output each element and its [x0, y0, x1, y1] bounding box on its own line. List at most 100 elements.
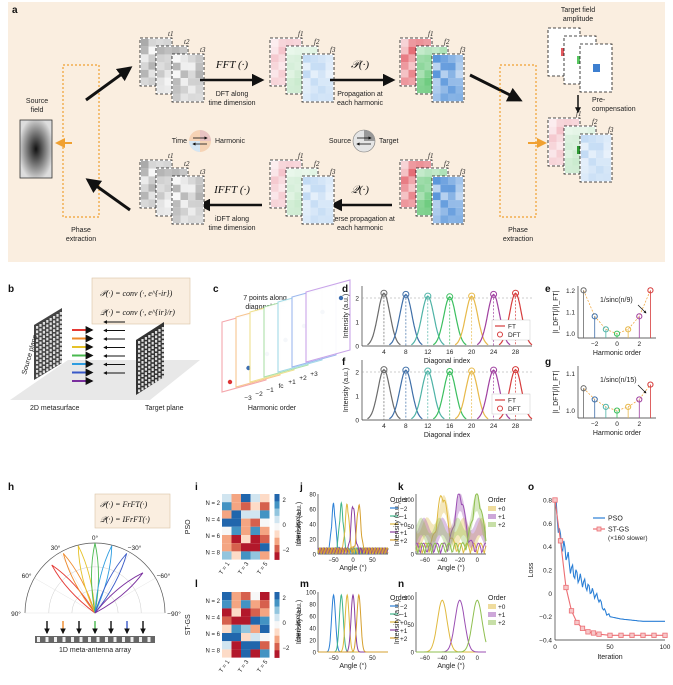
ratio-point [591, 396, 598, 403]
pixel [572, 75, 580, 84]
legend-title: Order [488, 497, 507, 504]
pixel [603, 142, 611, 151]
pixel [565, 150, 573, 158]
meta-atom [42, 366, 45, 369]
pixel [424, 192, 432, 200]
meta-atom [148, 335, 151, 338]
pixel [188, 200, 196, 208]
colorbar-segment [274, 599, 280, 607]
colorbar-segment [274, 592, 280, 600]
pixel [271, 184, 279, 192]
pixel [188, 78, 196, 86]
polar-angle-label: 30° [51, 544, 61, 552]
meta-atom [144, 385, 147, 389]
pixel [424, 169, 432, 177]
phase-loop-right [499, 64, 537, 218]
ratio-point [580, 287, 587, 294]
legend-dft-label: DFT [508, 406, 521, 413]
meta-atom [148, 370, 151, 373]
pixel [164, 176, 172, 185]
phase-cell [222, 633, 232, 642]
pixel [303, 70, 311, 79]
target-amplitude-frames [547, 27, 613, 93]
phase-cell [260, 494, 270, 503]
phase-cell [250, 526, 260, 535]
polar-spoke [34, 577, 96, 614]
pixel [180, 78, 188, 86]
frame-index-label: t2 [184, 160, 190, 168]
phase-cell [222, 600, 232, 609]
phase-cell [250, 510, 260, 519]
pixel [433, 78, 441, 86]
pixel [325, 192, 333, 201]
sinc-annotation: 1/sinc(n/9) [600, 297, 633, 304]
pixel [157, 199, 165, 208]
pixel [433, 200, 441, 208]
y-tick-label: 0 [355, 344, 359, 351]
colorbar-segment [274, 613, 280, 622]
pixel [294, 70, 302, 78]
beam-curve [318, 593, 388, 653]
dft-point [512, 366, 520, 374]
pixel [440, 177, 448, 185]
meta-atom [36, 330, 39, 334]
pixel [572, 37, 580, 45]
ratio-point [625, 326, 632, 333]
x-tick-label: 0 [615, 341, 619, 348]
y-tick-label: 1.0 [566, 408, 575, 415]
meta-atom [151, 359, 154, 363]
x-tick-label: −40 [437, 558, 448, 564]
meta-atom [141, 339, 144, 342]
meta-atom [39, 354, 42, 358]
phase-cell [241, 600, 251, 609]
annotation-arrow [637, 384, 647, 394]
meta-atom [36, 365, 39, 369]
meta-atom [141, 343, 144, 347]
pixel [408, 161, 416, 169]
pixel [148, 77, 156, 86]
phase-cell [250, 592, 260, 601]
source-metasurface [34, 308, 62, 380]
pixel [596, 45, 604, 53]
colorbar-label: Phase (rad) [295, 608, 302, 642]
meta-atom [36, 343, 39, 347]
pixel [188, 215, 196, 224]
ratio-point [591, 313, 598, 320]
pixel [455, 62, 463, 71]
x-tick-label: 20 [468, 349, 476, 356]
phase-cell [260, 502, 270, 511]
pixel [164, 199, 172, 208]
pixel [556, 52, 564, 60]
x-tick-label: 28 [512, 423, 520, 430]
meta-atom [59, 316, 62, 320]
pixel [440, 85, 448, 94]
source-field-image [19, 119, 53, 179]
x-axis-label: Harmonic order [593, 430, 642, 437]
pixel [581, 60, 589, 69]
pixel [195, 184, 203, 193]
pixel [164, 54, 172, 63]
pixel [310, 207, 318, 216]
pixel [572, 142, 580, 151]
meta-atom [39, 332, 42, 336]
meta-atom [138, 371, 141, 375]
colorbar-segment [274, 628, 280, 637]
pixel [564, 29, 572, 37]
antenna-element [122, 637, 125, 642]
pixel [401, 184, 409, 192]
pixel [408, 191, 416, 200]
meta-atom [148, 361, 151, 365]
pixel [278, 199, 286, 208]
pixel [549, 59, 557, 68]
ratio-point [636, 396, 643, 403]
pixel [188, 207, 196, 216]
phase-cell [222, 624, 232, 633]
